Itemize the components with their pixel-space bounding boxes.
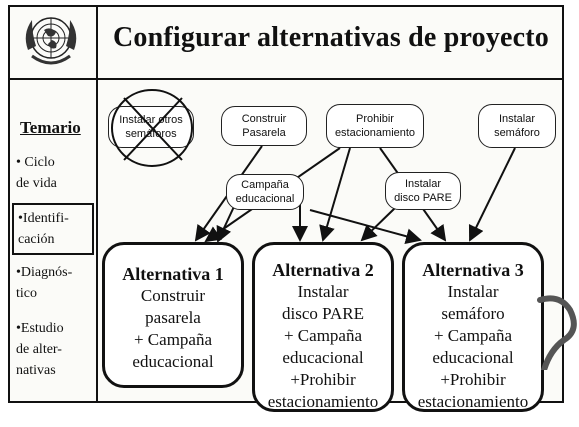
alternative-line: +Prohibir (440, 370, 506, 389)
sidebar-item-line: de alter- (16, 342, 62, 357)
un-emblem-icon (25, 17, 77, 65)
action-label-line: semáforos (125, 128, 177, 140)
alternative-line: +Prohibir (290, 370, 356, 389)
arrow-prohibir-alt2 (319, 147, 351, 242)
alternative-line: semáforo (441, 304, 505, 323)
action-instalar-disco-pare: Instalar disco PARE (385, 172, 461, 210)
action-label-line: Instalar (404, 178, 442, 190)
alternative-line: pasarela (145, 308, 201, 327)
alternative-line: + Campaña (433, 326, 513, 345)
sidebar-item-ciclo-de-vida: • Ciclo de vida (16, 152, 92, 194)
sidebar-item-line: nativas (16, 363, 56, 378)
alternative-line: Instalar (447, 282, 499, 301)
action-label-line: educacional (235, 193, 295, 205)
sidebar-heading: Temario (20, 118, 81, 137)
alternative-title: Alternativa 3 (422, 260, 524, 280)
alternative-line: + Campaña (283, 326, 363, 345)
alternative-line: educacional (432, 348, 514, 367)
alternative-line: + Campaña (133, 330, 213, 349)
sidebar-item-line: tico (16, 286, 37, 301)
arrow-pare-alt2 (360, 207, 396, 242)
alternative-title: Alternativa 2 (272, 260, 374, 280)
alternative-line: Construir (140, 286, 206, 305)
sidebar-item-identificacion: •Identifi- cación (12, 203, 94, 255)
alternative-1-box: Alternativa 1 Construir pasarela + Campa… (102, 242, 244, 388)
arrow-semaforo-alt3 (468, 147, 516, 242)
sidebar-divider (96, 5, 98, 403)
action-label-line: Instalar otros (119, 114, 183, 126)
action-prohibir-estacionamiento: Prohibir estacionamiento (326, 104, 424, 148)
sidebar-item-line: cación (18, 232, 55, 247)
header-divider (8, 78, 564, 80)
sidebar-item-diagnostico: •Diagnós- tico (16, 262, 92, 304)
sidebar-item-line: •Diagnós- (16, 265, 73, 280)
alternative-3-box: Alternativa 3 Instalar semáforo + Campañ… (402, 242, 544, 412)
sidebar-item-line: • Ciclo (16, 155, 55, 170)
alternative-2-box: Alternativa 2 Instalar disco PARE + Camp… (252, 242, 394, 412)
sidebar-item-line: •Identifi- (18, 211, 69, 226)
alternative-line: disco PARE (281, 304, 365, 323)
alternative-title: Alternativa 1 (122, 264, 224, 284)
alternative-line: Instalar (297, 282, 349, 301)
alternative-line: educacional (282, 348, 364, 367)
action-construir-pasarela: Construir Pasarela (221, 106, 307, 146)
alternative-line: estacionamiento (267, 392, 379, 411)
action-label-line: Instalar (498, 113, 536, 125)
decorative-scribble (537, 295, 577, 370)
action-label-line: Pasarela (242, 127, 286, 139)
sidebar-item-estudio-de-alternativas: •Estudio de alter- nativas (16, 318, 92, 381)
sidebar-item-line: de vida (16, 176, 57, 191)
action-label-line: Prohibir (356, 113, 394, 125)
alternative-line: estacionamiento (417, 392, 529, 411)
action-instalar-semaforo: Instalar semáforo (478, 104, 556, 148)
action-label-line: disco PARE (394, 192, 452, 204)
crossed-out-mark (111, 89, 193, 167)
action-label-line: Campaña (241, 179, 289, 191)
action-label-line: Construir (241, 113, 287, 125)
action-campana-educacional: Campaña educacional (226, 174, 304, 210)
alternative-line: educacional (132, 352, 214, 371)
action-label-line: semáforo (494, 127, 540, 139)
action-label-line: estacionamiento (334, 127, 416, 139)
slide-title: Configurar alternativas de proyecto (112, 22, 550, 53)
sidebar-item-line: •Estudio (16, 321, 64, 336)
